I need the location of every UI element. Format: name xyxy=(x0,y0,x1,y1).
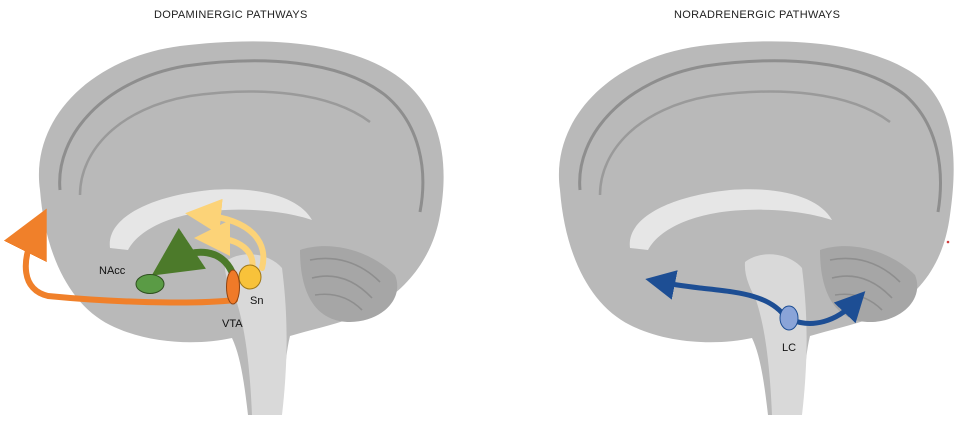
sn-label: Sn xyxy=(250,295,263,307)
sn-node xyxy=(239,265,261,289)
nacc-node xyxy=(136,275,164,294)
red-dot xyxy=(947,241,950,244)
lc-label: LC xyxy=(782,342,796,354)
vta-label: VTA xyxy=(222,318,243,330)
brain-right xyxy=(559,41,954,415)
vta-node xyxy=(227,270,240,304)
nacc-label: NAcc xyxy=(99,265,126,277)
brain-right-outline xyxy=(559,41,954,415)
lc-node xyxy=(780,306,798,330)
